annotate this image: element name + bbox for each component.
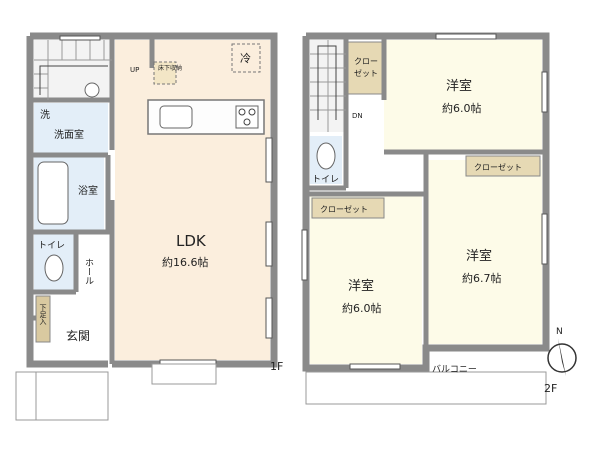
western-left-floor: [310, 196, 422, 364]
western-left-name: 洋室: [348, 278, 374, 294]
balcony: [305, 371, 547, 405]
washer-label: 洗: [40, 109, 50, 121]
toilet-2f-label: トイレ: [312, 175, 339, 185]
stairs-1f: [34, 40, 112, 100]
western-top-size: 約6.0帖: [442, 101, 482, 115]
bath-label: 浴室: [78, 184, 98, 197]
washbasin-icon: [84, 82, 100, 98]
washroom-floor: [34, 103, 108, 153]
underfloor-storage-label: 床下収納: [158, 64, 182, 72]
western-right-name: 洋室: [466, 248, 492, 264]
western-right-size: 約6.7帖: [462, 271, 502, 285]
floor-1: UP 床下収納 冷 洗 洗面室 浴室 トイレ LDK 約16.6帖 ホール 下足…: [15, 32, 283, 421]
shoe-box: [35, 295, 51, 343]
ldk-floor: [115, 40, 270, 360]
fridge-label: 冷: [240, 52, 251, 65]
floor-2: クロー ゼット 洋室 約6.0帖 DN トイレ クローゼット クローゼット 洋室…: [301, 32, 557, 405]
hall-label: ホール: [83, 258, 94, 285]
entrance-label: 玄関: [66, 328, 90, 343]
sink-icon: [159, 105, 193, 129]
stairs1-floor: [34, 40, 112, 100]
closet-left: [311, 197, 385, 219]
floor-2-label: 2F: [544, 382, 557, 395]
western-top-name: 洋室: [446, 78, 472, 94]
shoe-storage-label: 下足入: [39, 304, 47, 325]
stove-icon: [235, 105, 259, 129]
balcony-label: バルコニー: [432, 364, 477, 375]
stairs-up-label: UP: [130, 66, 139, 74]
stairs-down-label: DN: [352, 112, 363, 120]
western-left-size: 約6.0帖: [342, 301, 382, 315]
western-top-floor: [384, 40, 542, 150]
ldk-name: LDK: [176, 232, 207, 250]
underfloor-storage-icon: [153, 61, 177, 85]
stairs-2f: [310, 40, 346, 132]
western-right-floor: [428, 160, 542, 344]
bathtub-icon: [37, 161, 69, 225]
closet-top-label-2: ゼット: [354, 68, 378, 78]
closet-right: [465, 155, 541, 177]
compass: N: [547, 327, 577, 376]
closet-left-label: クローゼット: [320, 204, 368, 214]
compass-north-label: N: [556, 327, 563, 337]
porch: [15, 371, 109, 421]
closet-top: [347, 41, 383, 95]
ldk-size: 約16.6帖: [162, 255, 209, 269]
washroom-label: 洗面室: [54, 128, 84, 141]
closet-right-label: クローゼット: [474, 162, 522, 172]
toilet-1f-label: トイレ: [38, 241, 65, 251]
toilet-1f-icon: [44, 254, 64, 282]
closet-top-label-1: クロー: [354, 57, 378, 66]
floor-1-label: 1F: [270, 360, 283, 373]
fridge-icon: [231, 43, 261, 73]
toilet-2f-icon: [316, 142, 336, 170]
